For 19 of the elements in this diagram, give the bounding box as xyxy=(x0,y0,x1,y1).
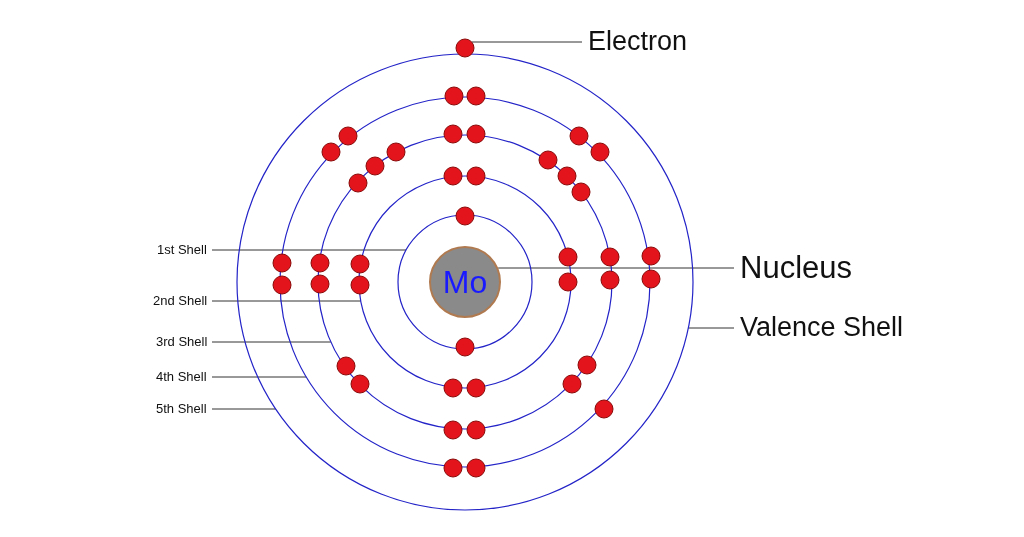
leader-line xyxy=(211,376,307,378)
callout-label: 4th Shell xyxy=(156,370,207,385)
callout-label: 1st Shell xyxy=(157,243,207,258)
leader-line xyxy=(211,300,362,302)
leader-line xyxy=(471,41,583,43)
leader-line xyxy=(211,249,407,251)
electron-shell xyxy=(236,53,694,511)
callout-label: Nucleus xyxy=(740,251,852,286)
leader-line xyxy=(211,408,277,410)
leader-line xyxy=(211,341,332,343)
callout-label: 2nd Shell xyxy=(153,294,208,309)
element-symbol: Mo xyxy=(442,263,488,301)
leader-line xyxy=(687,327,735,329)
leader-line xyxy=(497,267,735,269)
callout-label: 5th Shell xyxy=(156,402,207,417)
electron xyxy=(455,38,475,58)
callout-label: Electron xyxy=(588,27,688,57)
callout-label: Valence Shell xyxy=(740,313,904,343)
callout-label: 3rd Shell xyxy=(156,335,208,350)
